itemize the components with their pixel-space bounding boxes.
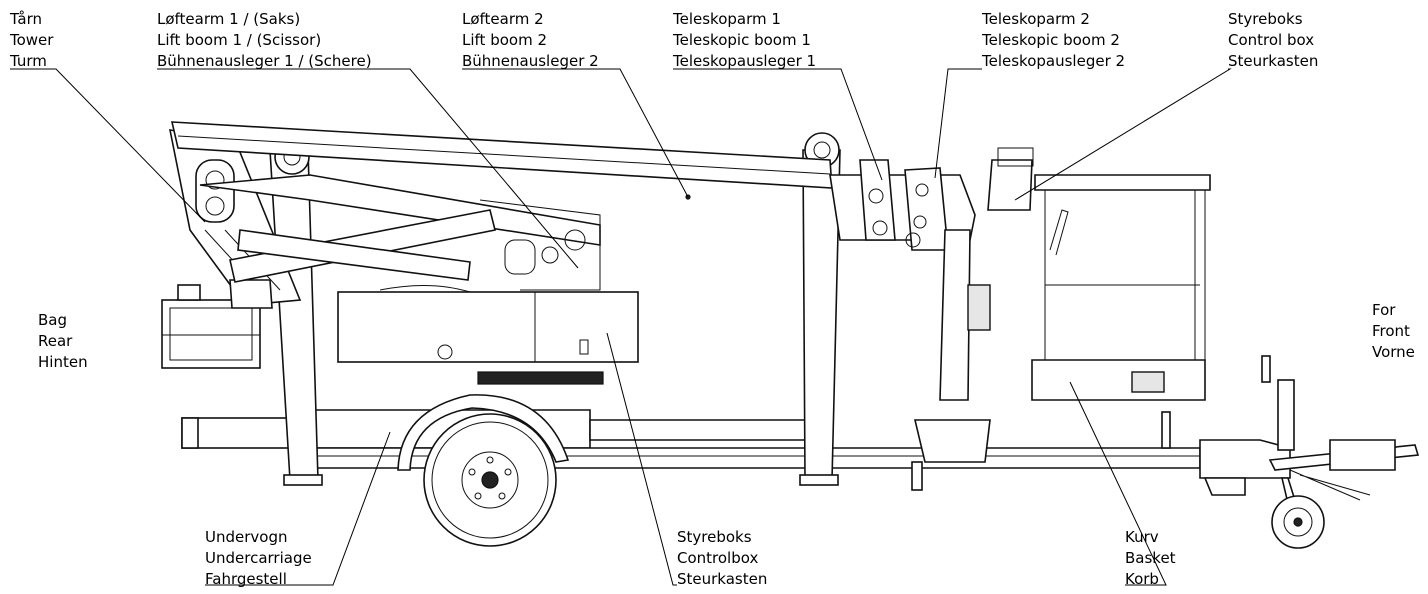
label-tele-boom-1-line1: Teleskoparm 1 bbox=[672, 10, 781, 28]
label-undercarriage-line2: Undercarriage bbox=[205, 549, 312, 567]
outriggers bbox=[269, 132, 841, 486]
label-tele-boom-2-line1: Teleskoparm 2 bbox=[981, 10, 1090, 28]
label-lift-boom-1-line3: Bühnenausleger 1 / (Schere) bbox=[157, 52, 372, 70]
leader-tele-boom-2 bbox=[934, 68, 982, 179]
leader-tele-boom-1 bbox=[673, 68, 883, 181]
basket-cage bbox=[987, 147, 1211, 401]
leader-basket bbox=[1069, 381, 1167, 586]
label-control-box-bottom-line2: Controlbox bbox=[677, 549, 758, 567]
label-rear-line1: Bag bbox=[38, 311, 67, 329]
label-control-box-top-line1: Styreboks bbox=[1228, 10, 1303, 28]
label-lift-boom-1: Løftearm 1 / (Saks) Lift boom 1 / (Sciss… bbox=[157, 10, 372, 70]
label-basket-line1: Kurv bbox=[1125, 528, 1159, 546]
label-tele-boom-2-line3: Teleskopausleger 2 bbox=[981, 52, 1125, 70]
label-lift-boom-2-line1: Løftearm 2 bbox=[462, 10, 544, 28]
label-control-box-bottom-line3: Steurkasten bbox=[677, 570, 767, 588]
label-front-line2: Front bbox=[1372, 322, 1410, 340]
leader-lift-boom-2 bbox=[462, 68, 689, 198]
leader-tower bbox=[10, 68, 206, 223]
label-lift-boom-1-line2: Lift boom 1 / (Scissor) bbox=[157, 31, 321, 49]
label-basket: Kurv Basket Korb bbox=[1125, 528, 1176, 588]
label-front-line1: For bbox=[1372, 301, 1396, 319]
leader-control-box-bottom bbox=[606, 332, 677, 586]
label-undercarriage-line3: Fahrgestell bbox=[205, 570, 287, 588]
wheel bbox=[397, 394, 570, 547]
label-basket-line2: Basket bbox=[1125, 549, 1176, 567]
label-tele-boom-2: Teleskoparm 2 Teleskopic boom 2 Teleskop… bbox=[981, 10, 1125, 70]
lift-boom-1 bbox=[199, 174, 601, 291]
machine-drawing bbox=[161, 121, 1420, 549]
label-tele-boom-1: Teleskoparm 1 Teleskopic boom 1 Teleskop… bbox=[672, 10, 816, 70]
label-tele-boom-2-line2: Teleskopic boom 2 bbox=[981, 31, 1120, 49]
label-control-box-top-line2: Control box bbox=[1228, 31, 1314, 49]
label-rear-line3: Hinten bbox=[38, 353, 88, 371]
label-tower-line3: Turm bbox=[9, 52, 47, 70]
label-front-line3: Vorne bbox=[1372, 343, 1415, 361]
label-control-box-bottom-line1: Styreboks bbox=[677, 528, 752, 546]
chassis-frame bbox=[181, 409, 1420, 501]
leader-lift-boom-1 bbox=[157, 68, 579, 269]
label-front: For Front Vorne bbox=[1372, 301, 1415, 361]
control-box-housing bbox=[337, 285, 639, 385]
label-lift-boom-2: Løftearm 2 Lift boom 2 Bühnenausleger 2 bbox=[462, 10, 599, 70]
label-tower: Tårn Tower Turm bbox=[9, 10, 54, 70]
label-lift-boom-2-line2: Lift boom 2 bbox=[462, 31, 547, 49]
leader-control-box-top bbox=[1014, 68, 1232, 201]
label-tower-line1: Tårn bbox=[9, 10, 42, 28]
label-tower-line2: Tower bbox=[9, 31, 54, 49]
telescopic-booms bbox=[829, 159, 991, 463]
rear-unit bbox=[161, 284, 261, 369]
label-rear-line2: Rear bbox=[38, 332, 73, 350]
label-lift-boom-2-line3: Bühnenausleger 2 bbox=[462, 52, 599, 70]
label-control-box-top: Styreboks Control box Steurkasten bbox=[1228, 10, 1318, 70]
label-basket-line3: Korb bbox=[1125, 570, 1159, 588]
label-undercarriage: Undervogn Undercarriage Fahrgestell bbox=[205, 528, 312, 588]
label-tele-boom-1-line2: Teleskopic boom 1 bbox=[672, 31, 811, 49]
label-rear: Bag Rear Hinten bbox=[38, 311, 88, 371]
jockey-wheel bbox=[1261, 355, 1325, 549]
label-undercarriage-line1: Undervogn bbox=[205, 528, 288, 546]
label-control-box-bottom: Styreboks Controlbox Steurkasten bbox=[677, 528, 767, 588]
leader-undercarriage bbox=[205, 431, 391, 586]
leader-lines bbox=[10, 68, 1232, 586]
label-tele-boom-1-line3: Teleskopausleger 1 bbox=[672, 52, 816, 70]
label-control-box-top-line3: Steurkasten bbox=[1228, 52, 1318, 70]
label-lift-boom-1-line1: Løftearm 1 / (Saks) bbox=[157, 10, 300, 28]
